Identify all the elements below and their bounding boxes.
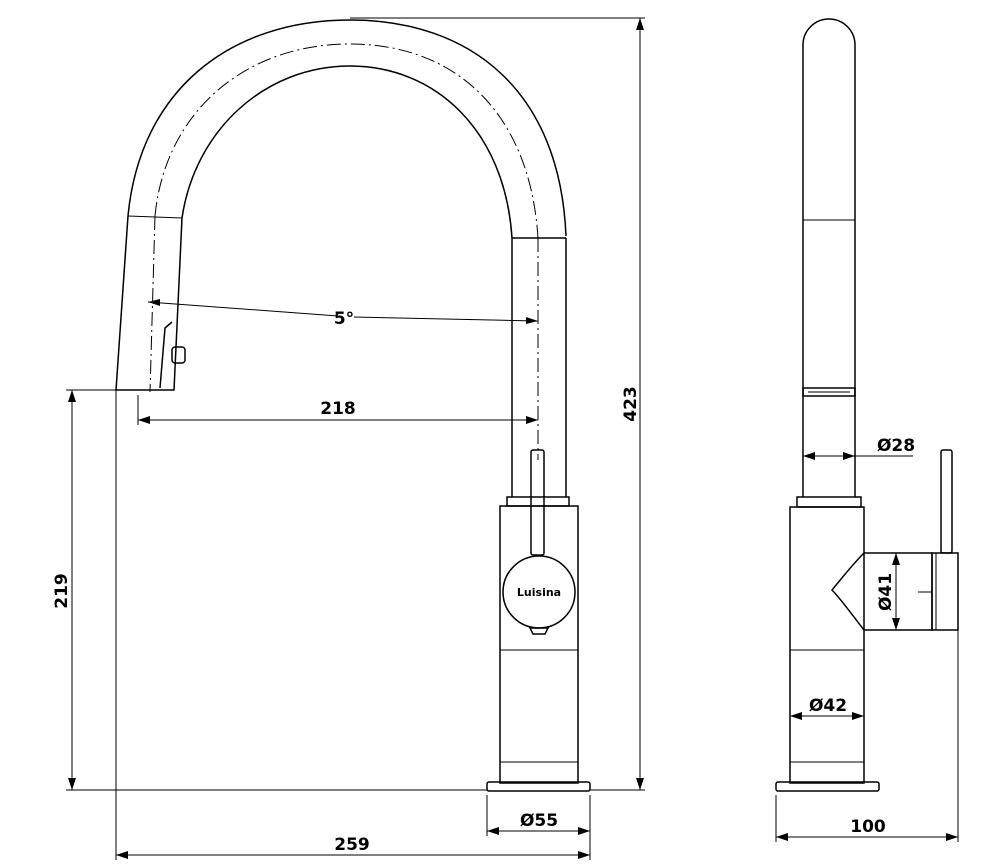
spout-outer-curve bbox=[127, 19, 567, 237]
dim-side-handle-diameter: Ø41 bbox=[876, 573, 896, 611]
side-lever bbox=[940, 449, 953, 554]
spray-head bbox=[115, 215, 183, 391]
side-base bbox=[775, 781, 880, 792]
dim-spout-height: 219 bbox=[52, 573, 72, 609]
dim-side-body-diameter: Ø42 bbox=[809, 696, 847, 716]
spout-inner-curve bbox=[181, 65, 513, 239]
side-view: Ø28 Ø41 Ø42 100 bbox=[775, 18, 959, 842]
side-handle-knob bbox=[830, 552, 933, 631]
side-spout bbox=[802, 18, 856, 497]
dim-side-depth: 100 bbox=[850, 817, 886, 837]
dim-total-width: 259 bbox=[334, 835, 370, 855]
front-view: Luisina 5° 218 423 219 259 bbox=[52, 17, 645, 860]
dim-reach: 218 bbox=[320, 399, 356, 419]
brand-logo: Luisina bbox=[517, 586, 561, 599]
spout-centerline bbox=[154, 43, 539, 239]
spray-button bbox=[159, 321, 173, 389]
dim-total-height: 423 bbox=[621, 386, 641, 422]
dim-base-diameter: Ø55 bbox=[520, 811, 558, 831]
tap-base bbox=[486, 781, 591, 792]
lever-handle bbox=[530, 449, 545, 556]
dim-side-spout-diameter: Ø28 bbox=[877, 436, 915, 456]
tap-body bbox=[499, 505, 579, 784]
side-body bbox=[789, 506, 865, 784]
dim-spray-angle: 5° bbox=[334, 309, 354, 329]
